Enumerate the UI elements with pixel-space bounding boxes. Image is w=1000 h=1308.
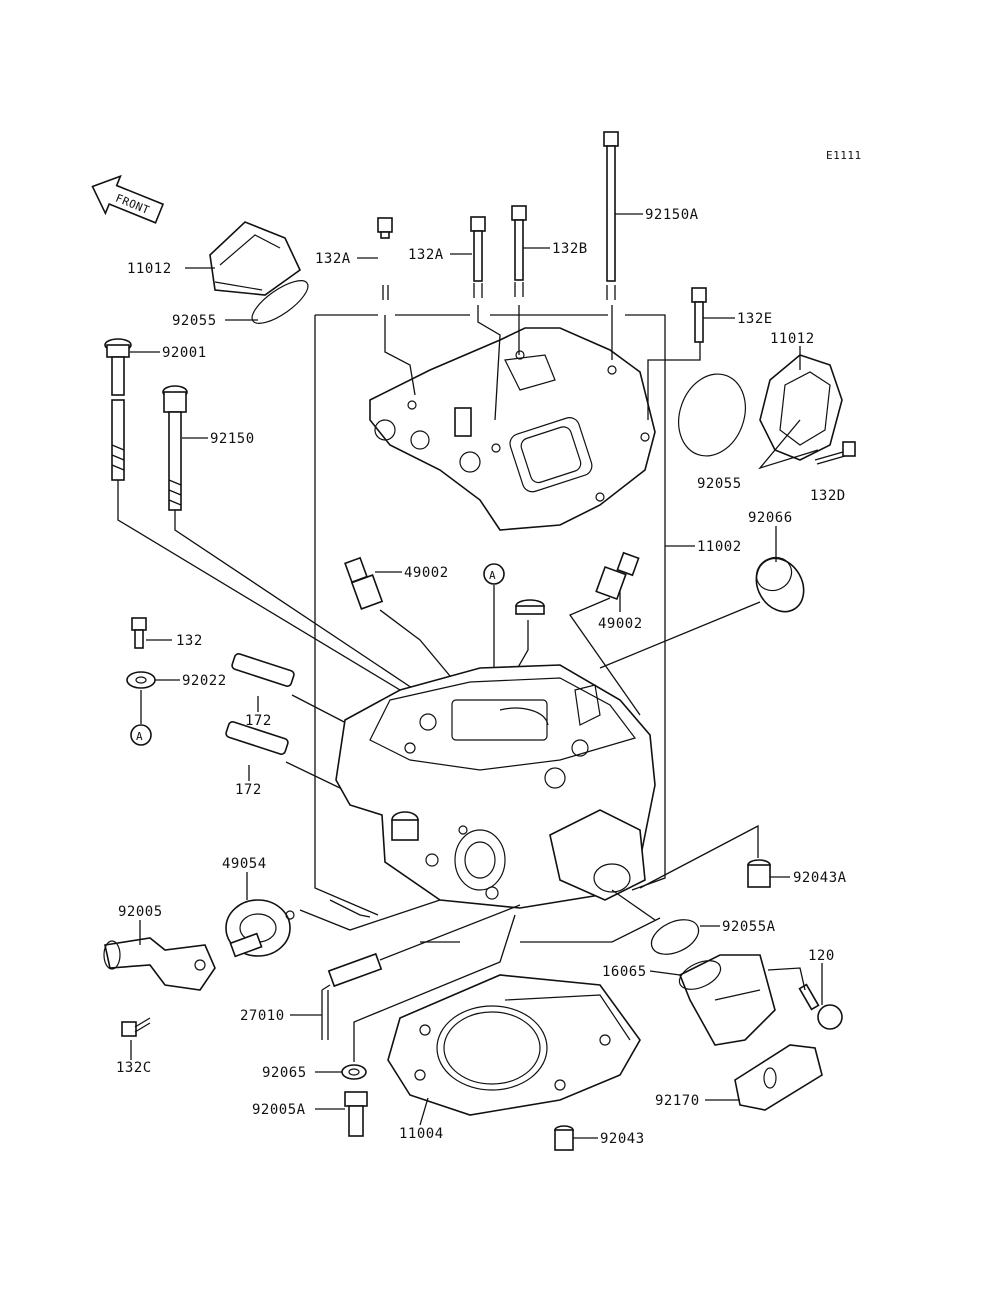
label-132a-mid: 132A bbox=[408, 247, 444, 263]
label-120: 120 bbox=[808, 948, 835, 964]
bolt-132a-left bbox=[377, 217, 393, 300]
label-16065: 16065 bbox=[602, 964, 647, 980]
bolt-92150 bbox=[162, 385, 188, 511]
oring-92055-left bbox=[251, 280, 309, 324]
svg-text:A: A bbox=[489, 569, 496, 582]
stud-172-lower bbox=[225, 721, 289, 755]
label-92022: 92022 bbox=[182, 673, 227, 689]
label-132e: 132E bbox=[737, 311, 773, 327]
label-92150a: 92150A bbox=[645, 207, 699, 223]
camshaft-holder bbox=[369, 327, 656, 531]
label-92055-right: 92055 bbox=[697, 476, 742, 492]
label-92065: 92065 bbox=[262, 1065, 307, 1081]
label-11012-left: 11012 bbox=[127, 261, 172, 277]
bolt-132 bbox=[131, 617, 147, 649]
thermostat-49054 bbox=[225, 899, 295, 958]
ref-mark-a-left: A bbox=[130, 724, 152, 746]
label-92055a: 92055A bbox=[722, 919, 776, 935]
label-172-lower: 172 bbox=[235, 782, 262, 798]
oring-92055-right bbox=[678, 373, 746, 457]
label-49002-left: 49002 bbox=[404, 565, 449, 581]
label-92001: 92001 bbox=[162, 345, 207, 361]
label-132c: 132C bbox=[116, 1060, 152, 1076]
screw-120 bbox=[798, 983, 843, 1030]
cover-11012-right bbox=[759, 354, 843, 461]
stud-172-upper bbox=[231, 653, 295, 687]
front-arrow-icon: FRONT bbox=[91, 174, 165, 224]
oring-92055a bbox=[650, 919, 700, 955]
bolt-132c bbox=[121, 1017, 151, 1037]
label-92055-left: 92055 bbox=[172, 313, 217, 329]
label-27010: 27010 bbox=[240, 1008, 285, 1024]
label-11002: 11002 bbox=[697, 539, 742, 555]
plug-49002-left bbox=[344, 556, 384, 610]
plug-49002-right bbox=[595, 551, 640, 601]
gasket-11004 bbox=[387, 974, 641, 1116]
label-92043a: 92043A bbox=[793, 870, 847, 886]
label-132a-left: 132A bbox=[315, 251, 351, 267]
bolt-132b bbox=[511, 205, 527, 297]
washer-92022 bbox=[126, 671, 156, 689]
bolt-132e bbox=[691, 287, 707, 343]
dowel-92043 bbox=[554, 1125, 574, 1151]
label-132: 132 bbox=[176, 633, 203, 649]
svg-text:A: A bbox=[136, 730, 143, 743]
pipe-92005 bbox=[103, 937, 216, 991]
spark-plug-27010 bbox=[321, 952, 383, 1040]
label-92066: 92066 bbox=[748, 510, 793, 526]
label-92170: 92170 bbox=[655, 1093, 700, 1109]
label-132b: 132B bbox=[552, 241, 588, 257]
seal-cap bbox=[515, 599, 545, 615]
label-132d: 132D bbox=[810, 488, 846, 504]
label-92005a: 92005A bbox=[252, 1102, 306, 1118]
label-49054: 49054 bbox=[222, 856, 267, 872]
dowel-92043a bbox=[747, 859, 771, 888]
label-92150: 92150 bbox=[210, 431, 255, 447]
cylinder-head bbox=[335, 664, 656, 909]
label-92043: 92043 bbox=[600, 1131, 645, 1147]
tappet-92066 bbox=[755, 556, 805, 613]
bolt-132d bbox=[814, 441, 856, 465]
label-92005: 92005 bbox=[118, 904, 163, 920]
intake-pipe-16065 bbox=[678, 954, 776, 1046]
label-11004: 11004 bbox=[399, 1126, 444, 1142]
plug-92005a bbox=[344, 1091, 368, 1137]
washer-92065 bbox=[341, 1064, 367, 1080]
ref-mark-a-top: A bbox=[483, 563, 505, 585]
bolt-92001 bbox=[104, 338, 132, 481]
bolt-132a-mid bbox=[470, 216, 486, 298]
label-11012-right: 11012 bbox=[770, 331, 815, 347]
diagram-code: E1111 bbox=[826, 149, 862, 162]
label-172-upper: 172 bbox=[245, 713, 272, 729]
label-49002-right: 49002 bbox=[598, 616, 643, 632]
clamp-92170 bbox=[734, 1044, 823, 1111]
cover-11012-left bbox=[209, 221, 302, 296]
bolt-92150a bbox=[603, 131, 619, 300]
